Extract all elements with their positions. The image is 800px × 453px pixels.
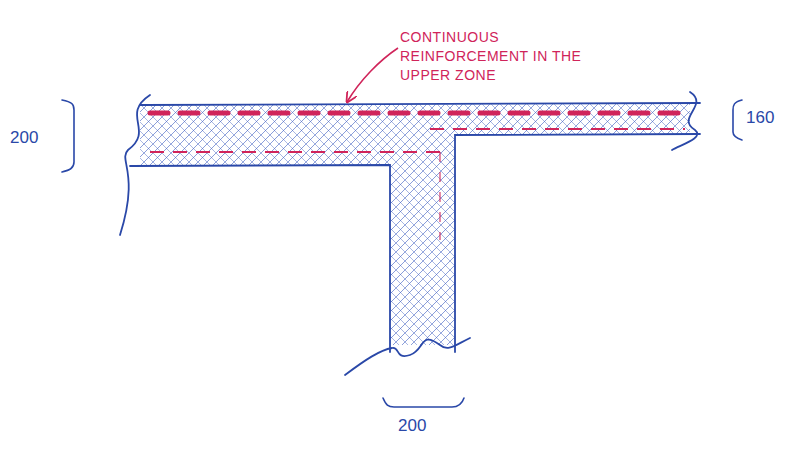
dimension-label: 200	[10, 128, 38, 148]
wall-reinforcement	[439, 152, 441, 240]
concrete-outline	[120, 92, 700, 375]
bottom-reinforcement-left	[150, 151, 445, 153]
top-reinforcement	[150, 111, 680, 116]
leader-line	[347, 48, 398, 102]
dimension-label: 200	[398, 416, 426, 436]
callout-note: CONTINUOUS REINFORCEMENT IN THE UPPER ZO…	[400, 28, 590, 85]
bottom-reinforcement-right	[430, 128, 685, 130]
dimension-lines	[62, 100, 742, 407]
dimension-label: 160	[746, 108, 774, 128]
concrete-hatch	[140, 104, 690, 345]
